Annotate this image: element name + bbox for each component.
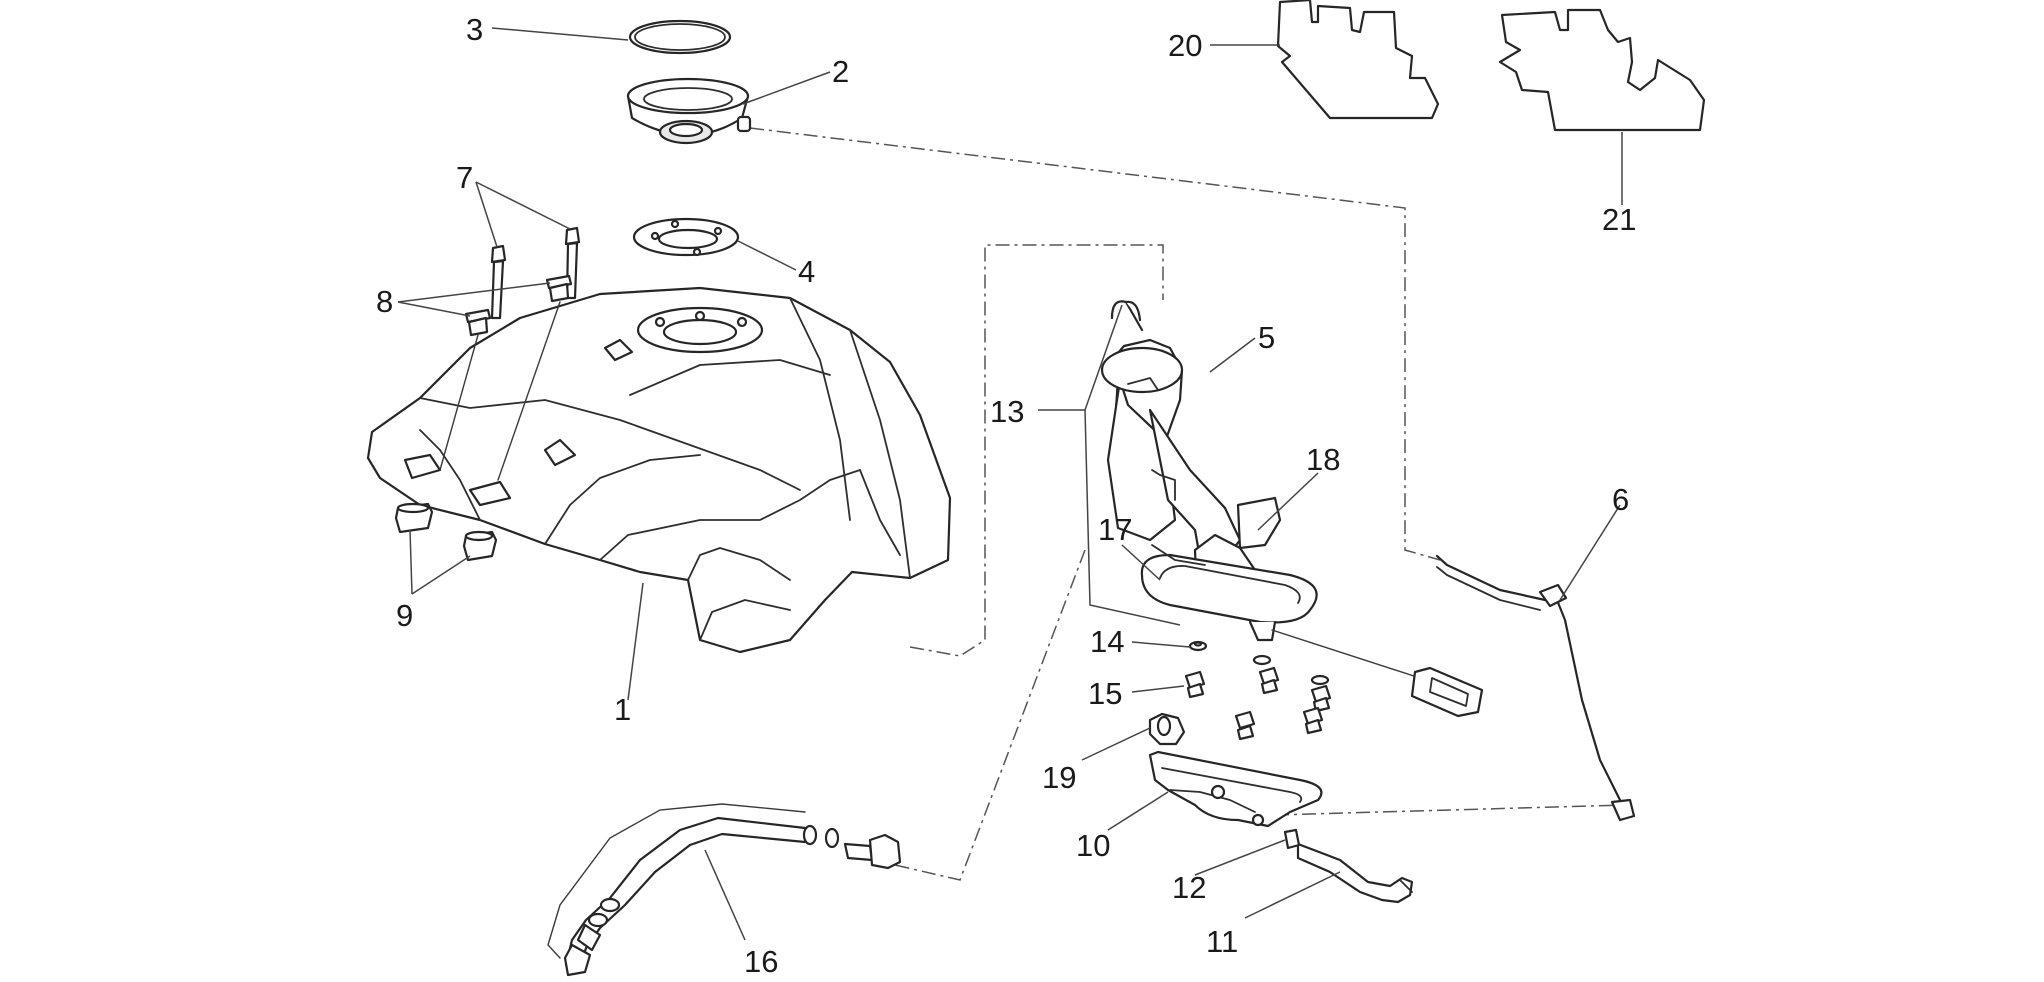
flange-gasket-part[interactable]	[632, 217, 740, 257]
fuel-tank-part[interactable]	[366, 286, 952, 654]
rubber-mounts-part[interactable]	[394, 502, 498, 562]
callout-7: 7	[456, 160, 473, 195]
callout-21: 21	[1602, 202, 1636, 237]
nuts-washers-part[interactable]	[1184, 640, 1332, 741]
callout-13: 13	[990, 394, 1024, 429]
callout-12: 12	[1172, 870, 1206, 905]
vent-hose-part[interactable]	[1435, 554, 1636, 822]
callout-1: 1	[614, 692, 631, 727]
callout-numbers: 1 2 3 4 5 6 7 8 9 10 11 12 13 14 15 16 1…	[376, 12, 1636, 979]
callout-15: 15	[1088, 676, 1122, 711]
pump-clip-part[interactable]	[1148, 712, 1186, 746]
callout-11: 11	[1206, 924, 1238, 959]
callout-4: 4	[798, 254, 815, 289]
heat-shield-pad-20-part[interactable]	[1276, 0, 1440, 120]
leader-lines	[397, 27, 1623, 941]
callout-5: 5	[1258, 320, 1275, 355]
callout-18: 18	[1306, 442, 1340, 477]
short-fuel-hose-part[interactable]	[1296, 842, 1414, 904]
main-fuel-hose-part[interactable]	[547, 803, 902, 977]
callout-14: 14	[1090, 624, 1124, 659]
callout-9: 9	[396, 598, 413, 633]
pump-bracket-part[interactable]	[1148, 750, 1323, 828]
callout-10: 10	[1076, 828, 1110, 863]
callout-2: 2	[832, 54, 849, 89]
assembly-lines	[749, 127, 1626, 881]
seal-ring-part[interactable]	[628, 19, 732, 55]
callout-17: 17	[1098, 512, 1132, 547]
callout-3: 3	[466, 12, 483, 47]
heat-shield-pad-21-part[interactable]	[1498, 8, 1706, 132]
filler-neck-part[interactable]	[626, 77, 752, 145]
hose-clip-part[interactable]	[1283, 828, 1301, 850]
fuel-pump-assembly-part[interactable]	[1100, 300, 1484, 718]
callout-19: 19	[1042, 760, 1076, 795]
callout-20: 20	[1168, 28, 1202, 63]
callout-8: 8	[376, 284, 393, 319]
callout-6: 6	[1612, 482, 1629, 517]
callout-16: 16	[744, 944, 778, 979]
bushings-part[interactable]	[439, 274, 573, 481]
